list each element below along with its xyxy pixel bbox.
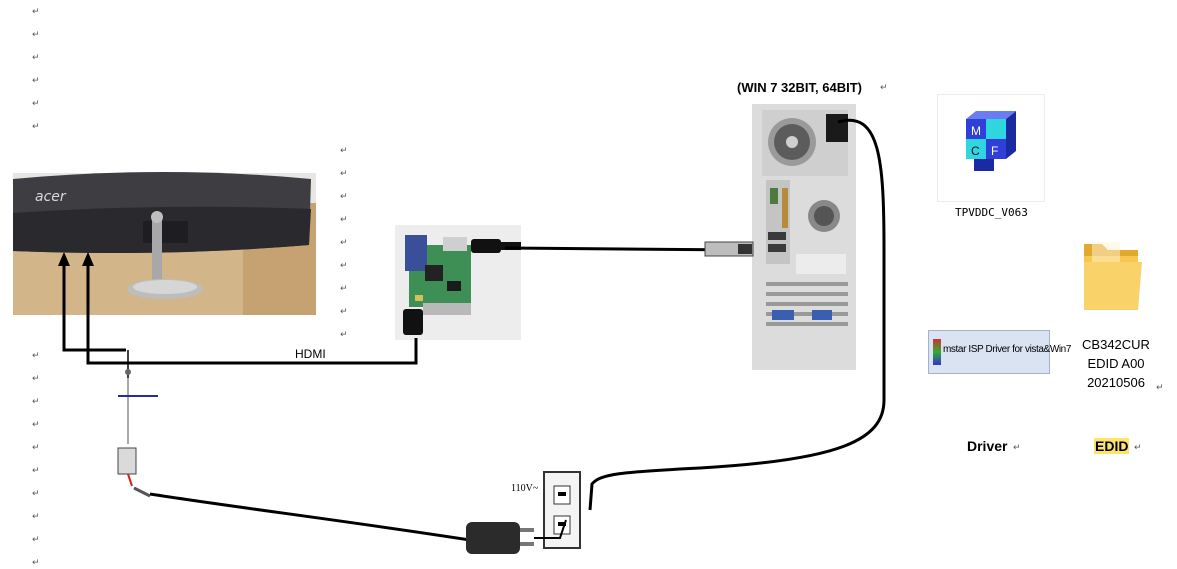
monitor-brand-logo: acer xyxy=(35,189,66,205)
paragraph-mark: ↵ xyxy=(32,443,40,453)
edid-folder-line: EDID A00 xyxy=(1087,356,1145,371)
paragraph-mark: ↵ xyxy=(340,169,348,179)
isp-board-icon xyxy=(395,225,521,340)
hdmi-cable xyxy=(62,260,126,352)
hdmi-label: HDMI xyxy=(295,347,326,361)
edid-folder[interactable] xyxy=(1080,238,1144,318)
arrow-icon xyxy=(58,252,70,266)
paragraph-mark: ↵ xyxy=(32,351,40,361)
folder-icon xyxy=(1084,242,1142,310)
paragraph-mark: ↵ xyxy=(340,330,348,340)
paragraph-mark: ↵ xyxy=(1156,383,1164,393)
edid-folder-line: CB342CUR xyxy=(1082,337,1150,352)
power-adapter-icon xyxy=(117,447,137,475)
driver-file-icon xyxy=(933,339,941,365)
power-plug-icon xyxy=(466,522,520,554)
isp-driver-label: mstar ISP Driver for vista&Win7 xyxy=(943,344,1072,355)
paragraph-mark: ↵ xyxy=(32,489,40,499)
usb-plug-tip xyxy=(738,244,752,254)
isp-driver-shortcut[interactable]: mstar ISP Driver for vista&Win7 xyxy=(928,330,1071,374)
paragraph-mark: ↵ xyxy=(32,99,40,109)
monitor-back-photo: acer xyxy=(13,172,316,315)
voltage-label: 110V~ xyxy=(511,483,539,494)
arrow-icon xyxy=(82,252,94,266)
paragraph-mark: ↵ xyxy=(32,397,40,407)
paragraph-mark: ↵ xyxy=(340,192,348,202)
paragraph-mark: ↵ xyxy=(32,53,40,63)
os-version-label: (WIN 7 32BIT, 64BIT) xyxy=(737,80,862,95)
edid-folder-name: CB342CUR EDID A00 20210506 xyxy=(1074,335,1158,392)
edid-caption: EDID xyxy=(1094,438,1130,454)
paragraph-mark: ↵ xyxy=(1013,443,1021,453)
paragraph-mark: ↵ xyxy=(340,146,348,156)
tower-pc-photo xyxy=(752,104,856,370)
adapter-lead xyxy=(127,473,133,487)
paragraph-mark: ↵ xyxy=(32,512,40,522)
paragraph-mark: ↵ xyxy=(32,122,40,132)
adapter-lead xyxy=(133,486,151,498)
edid-folder-line: 20210506 xyxy=(1087,375,1145,390)
adapter-power-cord xyxy=(149,492,471,542)
dc-jack-icon xyxy=(125,369,131,375)
paragraph-mark: ↵ xyxy=(32,558,40,568)
hdmi-cable xyxy=(86,260,418,365)
tool-app-shortcut[interactable]: M F C xyxy=(937,94,1045,202)
tower-pc-icon xyxy=(752,104,856,370)
paragraph-mark: ↵ xyxy=(32,374,40,384)
paragraph-mark: ↵ xyxy=(340,215,348,225)
tool-app-icon: M F C xyxy=(966,111,1016,171)
wall-outlet-icon xyxy=(543,471,581,549)
paragraph-mark: ↵ xyxy=(340,238,348,248)
paragraph-mark: ↵ xyxy=(1134,443,1142,453)
paragraph-mark: ↵ xyxy=(340,284,348,294)
paragraph-mark: ↵ xyxy=(32,7,40,17)
tool-icon-letter: M xyxy=(971,124,981,138)
paragraph-mark: ↵ xyxy=(880,83,888,93)
pc-power-cord xyxy=(588,118,886,511)
paragraph-mark: ↵ xyxy=(32,535,40,545)
tool-file-name: TPVDDC_V063 xyxy=(955,206,1028,219)
monitor-back-icon xyxy=(13,172,316,315)
paragraph-mark: ↵ xyxy=(340,261,348,271)
isp-board-photo xyxy=(395,225,521,340)
tool-icon-letter: F xyxy=(991,144,998,158)
paragraph-mark: ↵ xyxy=(32,76,40,86)
driver-caption: Driver xyxy=(967,438,1008,454)
paragraph-mark: ↵ xyxy=(32,30,40,40)
tool-icon-letter: C xyxy=(971,144,980,158)
paragraph-mark: ↵ xyxy=(32,466,40,476)
paragraph-mark: ↵ xyxy=(32,420,40,430)
paragraph-mark: ↵ xyxy=(340,307,348,317)
